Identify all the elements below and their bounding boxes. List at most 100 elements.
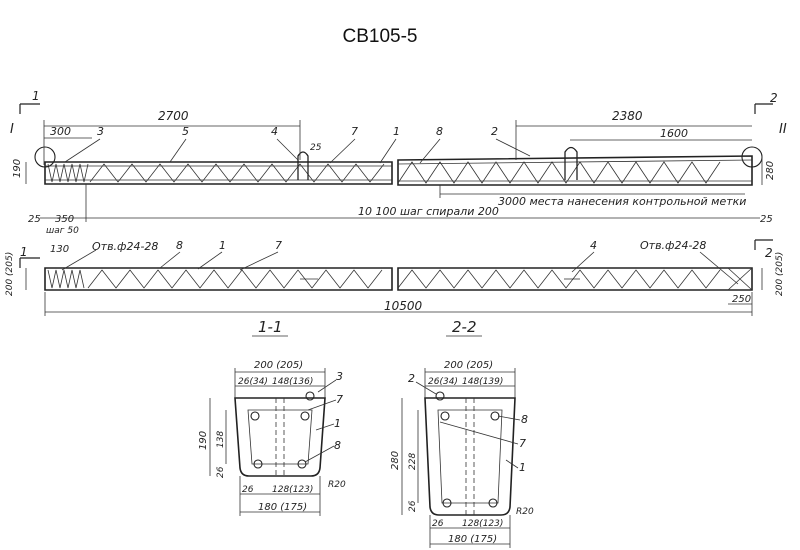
callout-8: 8 (436, 125, 443, 138)
height-190: 190 (12, 159, 23, 178)
beam-elevation: 1 2 I II 2700 300 2380 1600 25 3 5 (10, 89, 787, 236)
section11-callout-7: 7 (336, 393, 343, 406)
section22-side-offset: 26 (408, 500, 418, 512)
truss-zigzag-right (397, 161, 721, 184)
section11-bar (253, 459, 263, 469)
section-cut-2-bottom (754, 239, 773, 250)
lifting-loop-right (564, 146, 578, 180)
section11-stirrup (247, 409, 313, 465)
plan-callout-4: 4 (590, 239, 597, 252)
section-2-2: 200 (205) 26(34) 148(139) 280 228 26 26 … (390, 360, 534, 548)
node-label-I: I (10, 122, 14, 137)
plan-spiral-end (47, 269, 85, 289)
plan-zigzag-right (397, 269, 721, 289)
section11-callout-3: 3 (336, 370, 343, 383)
plan-zigzag-left (87, 269, 383, 289)
dim-2700: 2700 (158, 109, 189, 123)
dim-300: 300 (50, 125, 71, 138)
section22-outline (424, 397, 516, 516)
section22-bar (488, 498, 498, 508)
hole-label-left: Отв.ф24-28 (92, 240, 158, 253)
spiral-end-zone (47, 163, 89, 183)
plan-section-mark-2: 2 (765, 246, 773, 260)
hole-label-right: Отв.ф24-28 (640, 239, 706, 252)
node-label-II: II (779, 122, 787, 137)
section22-height: 280 (390, 451, 401, 470)
section22-bottom-width: 180 (175) (448, 534, 497, 545)
dim-250: 250 (732, 294, 751, 305)
section-cut-1-bottom (19, 257, 40, 268)
section22-radius: R20 (516, 507, 534, 517)
section22-bar (440, 411, 450, 421)
callout-7: 7 (351, 125, 358, 138)
section22-top-part-b: 148(139) (462, 377, 503, 387)
plan-callout-8: 8 (176, 239, 183, 252)
section22-bar (442, 498, 452, 508)
node-circle-I (34, 146, 56, 168)
callout-1: 1 (393, 125, 400, 138)
section22-callout-8: 8 (521, 413, 528, 426)
dim-10500: 10500 (384, 299, 423, 313)
dim-350: 350 (55, 214, 74, 225)
section11-top-width: 200 (205) (254, 360, 303, 371)
section-1-1: 200 (205) 26(34) 148(136) 190 138 26 26 … (198, 360, 346, 516)
lifting-loop-left (297, 151, 309, 180)
callout-3: 3 (97, 125, 104, 138)
section11-top-part-a: 26(34) (238, 377, 268, 387)
elevation-callouts: 3 5 4 7 1 8 2 (64, 125, 531, 164)
section11-bar (297, 459, 307, 469)
section-title-2-2: 2-2 (452, 318, 477, 336)
section11-height: 190 (198, 431, 209, 450)
callout-4: 4 (271, 125, 278, 138)
section11-bar (300, 411, 310, 421)
section22-callout-7: 7 (519, 437, 526, 450)
elevation-left-segment (44, 161, 393, 185)
section-mark-1: 1 (32, 89, 40, 103)
elevation-right-segment (397, 155, 753, 186)
callout-2: 2 (491, 125, 498, 138)
plan-height-left: 200 (205) (5, 252, 15, 296)
plan-callout-1: 1 (219, 239, 226, 252)
dim-25-right: 25 (760, 214, 773, 225)
beam-plan: 1 2 130 Отв.ф24-28 8 1 7 4 Отв.ф24-28 20… (5, 239, 785, 316)
truss-zigzag-left (89, 163, 385, 183)
plan-left-segment (44, 267, 393, 291)
section22-top-bar (435, 391, 445, 401)
dim-1600: 1600 (660, 127, 688, 140)
dim-25-top: 25 (310, 143, 322, 153)
dim-25-left: 25 (28, 214, 41, 225)
section11-callout-8: 8 (334, 439, 341, 452)
section-cut-1-top (19, 103, 40, 114)
section11-top-bar (305, 391, 315, 401)
section-cut-2-top (754, 103, 773, 114)
section11-bottom-width: 180 (175) (258, 502, 307, 513)
plan-end-hatch (727, 267, 753, 291)
section11-bar (250, 411, 260, 421)
section11-inner-height: 138 (216, 431, 226, 448)
section11-radius: R20 (328, 480, 346, 490)
section22-top-part-a: 26(34) (428, 377, 458, 387)
section11-callout-1: 1 (334, 417, 341, 430)
spiral-pitch: шаг 50 (46, 226, 79, 236)
section11-outline (234, 397, 326, 477)
section-mark-2: 2 (770, 91, 778, 105)
section22-callout-2: 2 (408, 372, 415, 385)
dim-10100: 10 100 шаг спирали 200 (358, 205, 499, 218)
mark-zone-label: 3000 места нанесения контрольной метки (498, 195, 746, 208)
section22-bar (490, 411, 500, 421)
drawing-title: СВ105-5 (342, 26, 418, 47)
section22-inner-height: 228 (408, 453, 418, 470)
section11-bottom-b: 128(123) (272, 485, 313, 495)
section-title-1-1: 1-1 (258, 318, 283, 336)
section22-stirrup (437, 409, 503, 504)
section11-side-offset: 26 (216, 466, 226, 478)
dim-2380: 2380 (612, 109, 643, 123)
dim-130: 130 (50, 244, 69, 255)
plan-height-right: 200 (205) (775, 252, 785, 296)
section22-top-width: 200 (205) (444, 360, 493, 371)
section22-bottom-a: 26 (432, 519, 444, 529)
section11-bottom-a: 26 (242, 485, 254, 495)
top-bar-line-right (397, 159, 753, 165)
